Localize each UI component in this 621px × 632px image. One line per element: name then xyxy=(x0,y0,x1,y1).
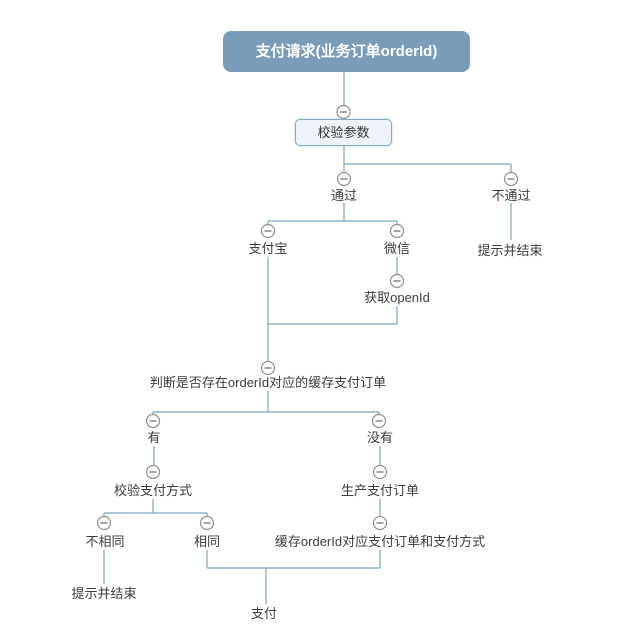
node-cache-order[interactable]: 缓存orderId对应支付订单和支付方式 xyxy=(274,534,486,549)
edge-validate-children xyxy=(343,146,512,173)
collapse-icon-cache-order[interactable] xyxy=(372,515,388,531)
collapse-icon-has-not[interactable] xyxy=(371,413,387,429)
node-pass[interactable]: 通过 xyxy=(330,188,358,203)
node-alipay[interactable]: 支付宝 xyxy=(248,241,288,256)
edge-merge-pay xyxy=(207,567,380,604)
collapse-icon-same[interactable] xyxy=(199,515,215,531)
collapse-icon-verify-pay-method[interactable] xyxy=(145,464,161,480)
edge-pass-children xyxy=(267,203,398,225)
node-check-cached-order[interactable]: 判断是否存在orderId对应的缓存支付订单 xyxy=(149,375,387,390)
collapse-icon-wechat[interactable] xyxy=(389,223,405,239)
node-get-openid[interactable]: 获取openId xyxy=(364,290,430,305)
collapse-icon-create-pay-order[interactable] xyxy=(372,464,388,480)
collapse-icon-fail[interactable] xyxy=(503,171,519,187)
edge-merge-check xyxy=(267,323,397,362)
collapse-icon-validate-params[interactable] xyxy=(336,104,351,120)
collapse-icon-not-same[interactable] xyxy=(96,515,112,531)
edge-check-children xyxy=(152,391,380,415)
collapse-icon-get-openid[interactable] xyxy=(389,273,405,289)
node-validate-params[interactable]: 校验参数 xyxy=(295,119,392,146)
node-pay[interactable]: 支付 xyxy=(250,606,278,621)
node-has[interactable]: 有 xyxy=(147,430,161,445)
node-not-same[interactable]: 不相同 xyxy=(85,534,125,549)
node-has-not[interactable]: 没有 xyxy=(366,430,394,445)
node-not-same-end[interactable]: 提示并结束 xyxy=(71,586,137,601)
node-wechat[interactable]: 微信 xyxy=(383,241,411,256)
collapse-icon-pass[interactable] xyxy=(336,171,352,187)
node-fail-end[interactable]: 提示并结束 xyxy=(477,243,543,258)
collapse-icon-has[interactable] xyxy=(145,413,161,429)
collapse-icon-alipay[interactable] xyxy=(260,223,276,239)
node-fail[interactable]: 不通过 xyxy=(491,188,531,203)
edge-verify-children xyxy=(103,499,208,517)
node-verify-pay-method[interactable]: 校验支付方式 xyxy=(113,483,193,498)
node-create-pay-order[interactable]: 生产支付订单 xyxy=(340,483,420,498)
node-root[interactable]: 支付请求(业务订单orderId) xyxy=(223,31,470,72)
collapse-icon-check-cached-order[interactable] xyxy=(260,360,276,376)
node-same[interactable]: 相同 xyxy=(193,534,221,549)
